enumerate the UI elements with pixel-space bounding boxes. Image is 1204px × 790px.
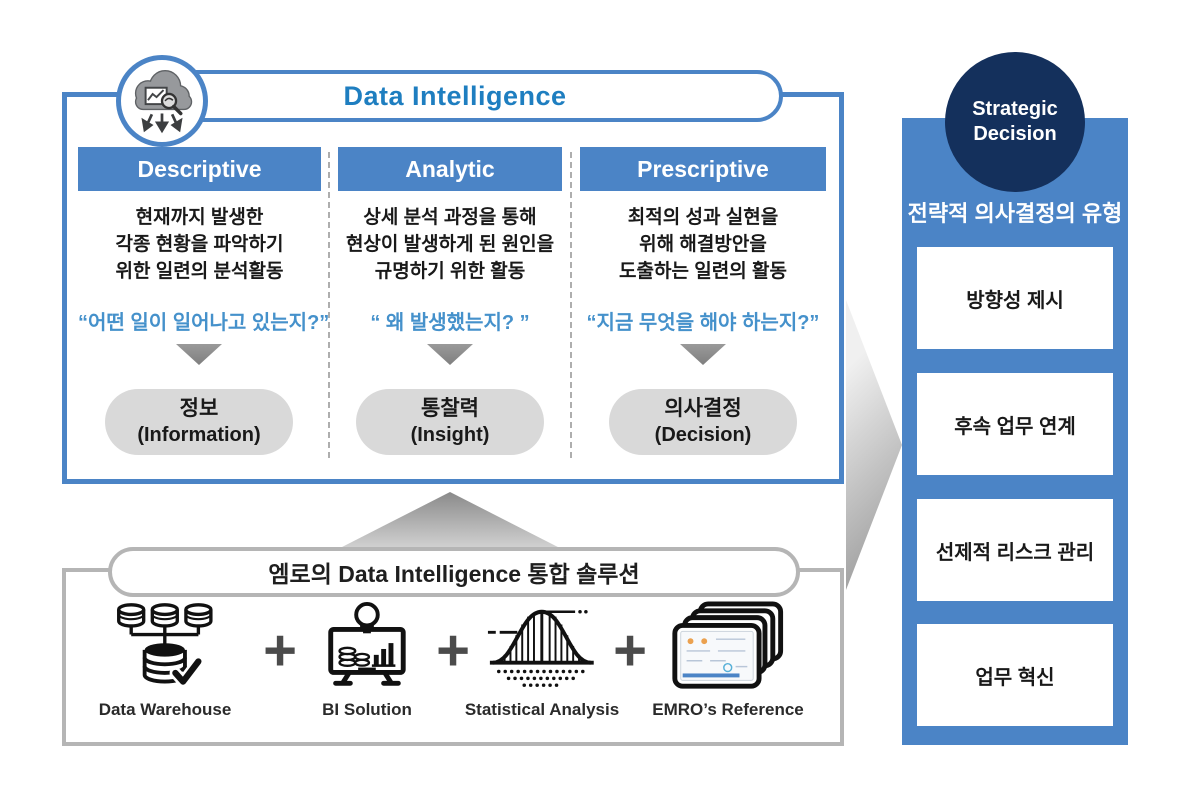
arrow-right-connector (846, 300, 902, 590)
statistical-analysis-label: Statistical Analysis (464, 700, 620, 719)
result-pill-decision: 의사결정 (Decision) (609, 389, 797, 455)
desc-line: 상세 분석 과정을 통해 (363, 207, 537, 228)
result-korean: 의사결정 (664, 397, 742, 420)
result-pill-insight: 통찰력 (Insight) (356, 389, 544, 455)
column-divider (328, 152, 330, 458)
strategic-panel-title: 전략적 의사결정의 유형 (907, 201, 1123, 226)
analytic-label: Analytic (405, 155, 495, 182)
solution-item-data-warehouse: Data Warehouse (85, 600, 245, 732)
badge-line: Decision (973, 123, 1057, 145)
panel-item-risk: 선제적 리스크 관리 (917, 499, 1113, 601)
result-pill-information: 정보 (Information) (105, 389, 293, 455)
column-header-prescriptive: Prescriptive (580, 147, 826, 191)
data-intelligence-title: Data Intelligence (343, 80, 567, 111)
strategic-decision-badge: Strategic Decision (945, 52, 1085, 192)
data-warehouse-icon (117, 603, 213, 688)
desc-line: 도출하는 일련의 활동 (619, 261, 787, 282)
data-warehouse-label: Data Warehouse (98, 700, 232, 719)
panel-item-direction: 방향성 제시 (917, 247, 1113, 349)
prescriptive-description: 최적의 성과 실현을 위해 해결방안을 도출하는 일련의 활동 (580, 204, 826, 285)
analytic-description: 상세 분석 과정을 통해 현상이 발생하게 된 원인을 규명하기 위한 활동 (331, 204, 569, 285)
data-intelligence-header: Data Intelligence (127, 70, 783, 122)
column-header-descriptive: Descriptive (78, 147, 321, 191)
cloud-data-analysis-icon (116, 55, 208, 147)
analytic-quote: “ 왜 발생했는지? ” (370, 312, 530, 334)
desc-line: 위해 해결방안을 (639, 234, 767, 255)
result-english: (Insight) (410, 424, 490, 446)
desc-line: 각종 현황을 파악하기 (115, 234, 284, 255)
desc-line: 현상이 발생하게 된 원인을 (345, 234, 555, 255)
plus-icon: + (613, 618, 647, 683)
emro-reference-icon (672, 601, 784, 689)
plus-icon: + (263, 618, 297, 683)
desc-line: 규명하기 위한 활동 (374, 261, 526, 282)
prescriptive-quote: “지금 무엇을 해야 하는지?” (586, 312, 820, 334)
descriptive-description: 현재까지 발생한 각종 현황을 파악하기 위한 일련의 분석활동 (78, 204, 321, 285)
column-header-analytic: Analytic (338, 147, 562, 191)
solution-header: 엠로의 Data Intelligence 통합 솔루션 (108, 547, 800, 597)
panel-item-followup: 후속 업무 연계 (917, 373, 1113, 475)
desc-line: 위한 일련의 분석활동 (115, 261, 284, 282)
desc-line: 현재까지 발생한 (135, 207, 264, 228)
prescriptive-label: Prescriptive (637, 155, 769, 182)
result-korean: 통찰력 (421, 397, 479, 420)
solution-item-statistical-analysis: Statistical Analysis (462, 600, 622, 732)
descriptive-quote: “어떤 일이 일어나고 있는지?” (78, 312, 330, 334)
bi-solution-icon (328, 601, 406, 686)
desc-line: 최적의 성과 실현을 (627, 207, 779, 228)
emro-reference-label: EMRO’s Reference (652, 700, 804, 719)
cloud-chart-icon (134, 69, 193, 134)
panel-item-innovation: 업무 혁신 (917, 624, 1113, 726)
descriptive-label: Descriptive (137, 155, 262, 182)
bi-solution-label: BI Solution (322, 700, 412, 719)
column-divider (570, 152, 572, 458)
statistical-analysis-icon (488, 609, 594, 687)
badge-line: Strategic (972, 98, 1058, 120)
result-english: (Decision) (654, 424, 752, 446)
solution-item-emro-reference: EMRO’s Reference (648, 600, 808, 732)
plus-icon: + (436, 618, 470, 683)
solution-item-bi-solution: BI Solution (287, 600, 447, 732)
solution-title: 엠로의 Data Intelligence 통합 솔루션 (268, 561, 640, 587)
result-english: (Information) (137, 424, 261, 446)
result-korean: 정보 (179, 397, 219, 420)
